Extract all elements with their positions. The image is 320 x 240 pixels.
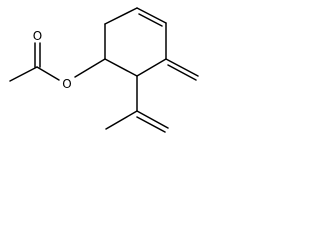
- bond-ring-c2-c3: [104, 7, 138, 25]
- bond-isopropenyl-methylene-b: [136, 116, 166, 133]
- bond-methylene-b: [167, 64, 197, 81]
- bond-methylene-a: [165, 58, 199, 77]
- chemical-structure-diagram: O O: [9, 7, 199, 133]
- bond-ester-oxygen-ring: [74, 58, 106, 78]
- bond-ring-c6-c1: [104, 58, 138, 77]
- bond-methyl-carbonyl: [9, 66, 38, 82]
- bond-isopropenyl-methylene-a: [136, 110, 169, 129]
- bond-ring-c3-c4-inner: [138, 13, 163, 27]
- bond-ring-c3-c4: [136, 7, 167, 24]
- bond-carbonyl-ester-oxygen: [36, 66, 60, 81]
- bond-ring-c5-c6: [136, 58, 167, 77]
- carbonyl-oxygen-label: O: [33, 29, 42, 43]
- bond-isopropenyl-methyl: [105, 110, 138, 130]
- ester-oxygen-label: O: [62, 77, 71, 91]
